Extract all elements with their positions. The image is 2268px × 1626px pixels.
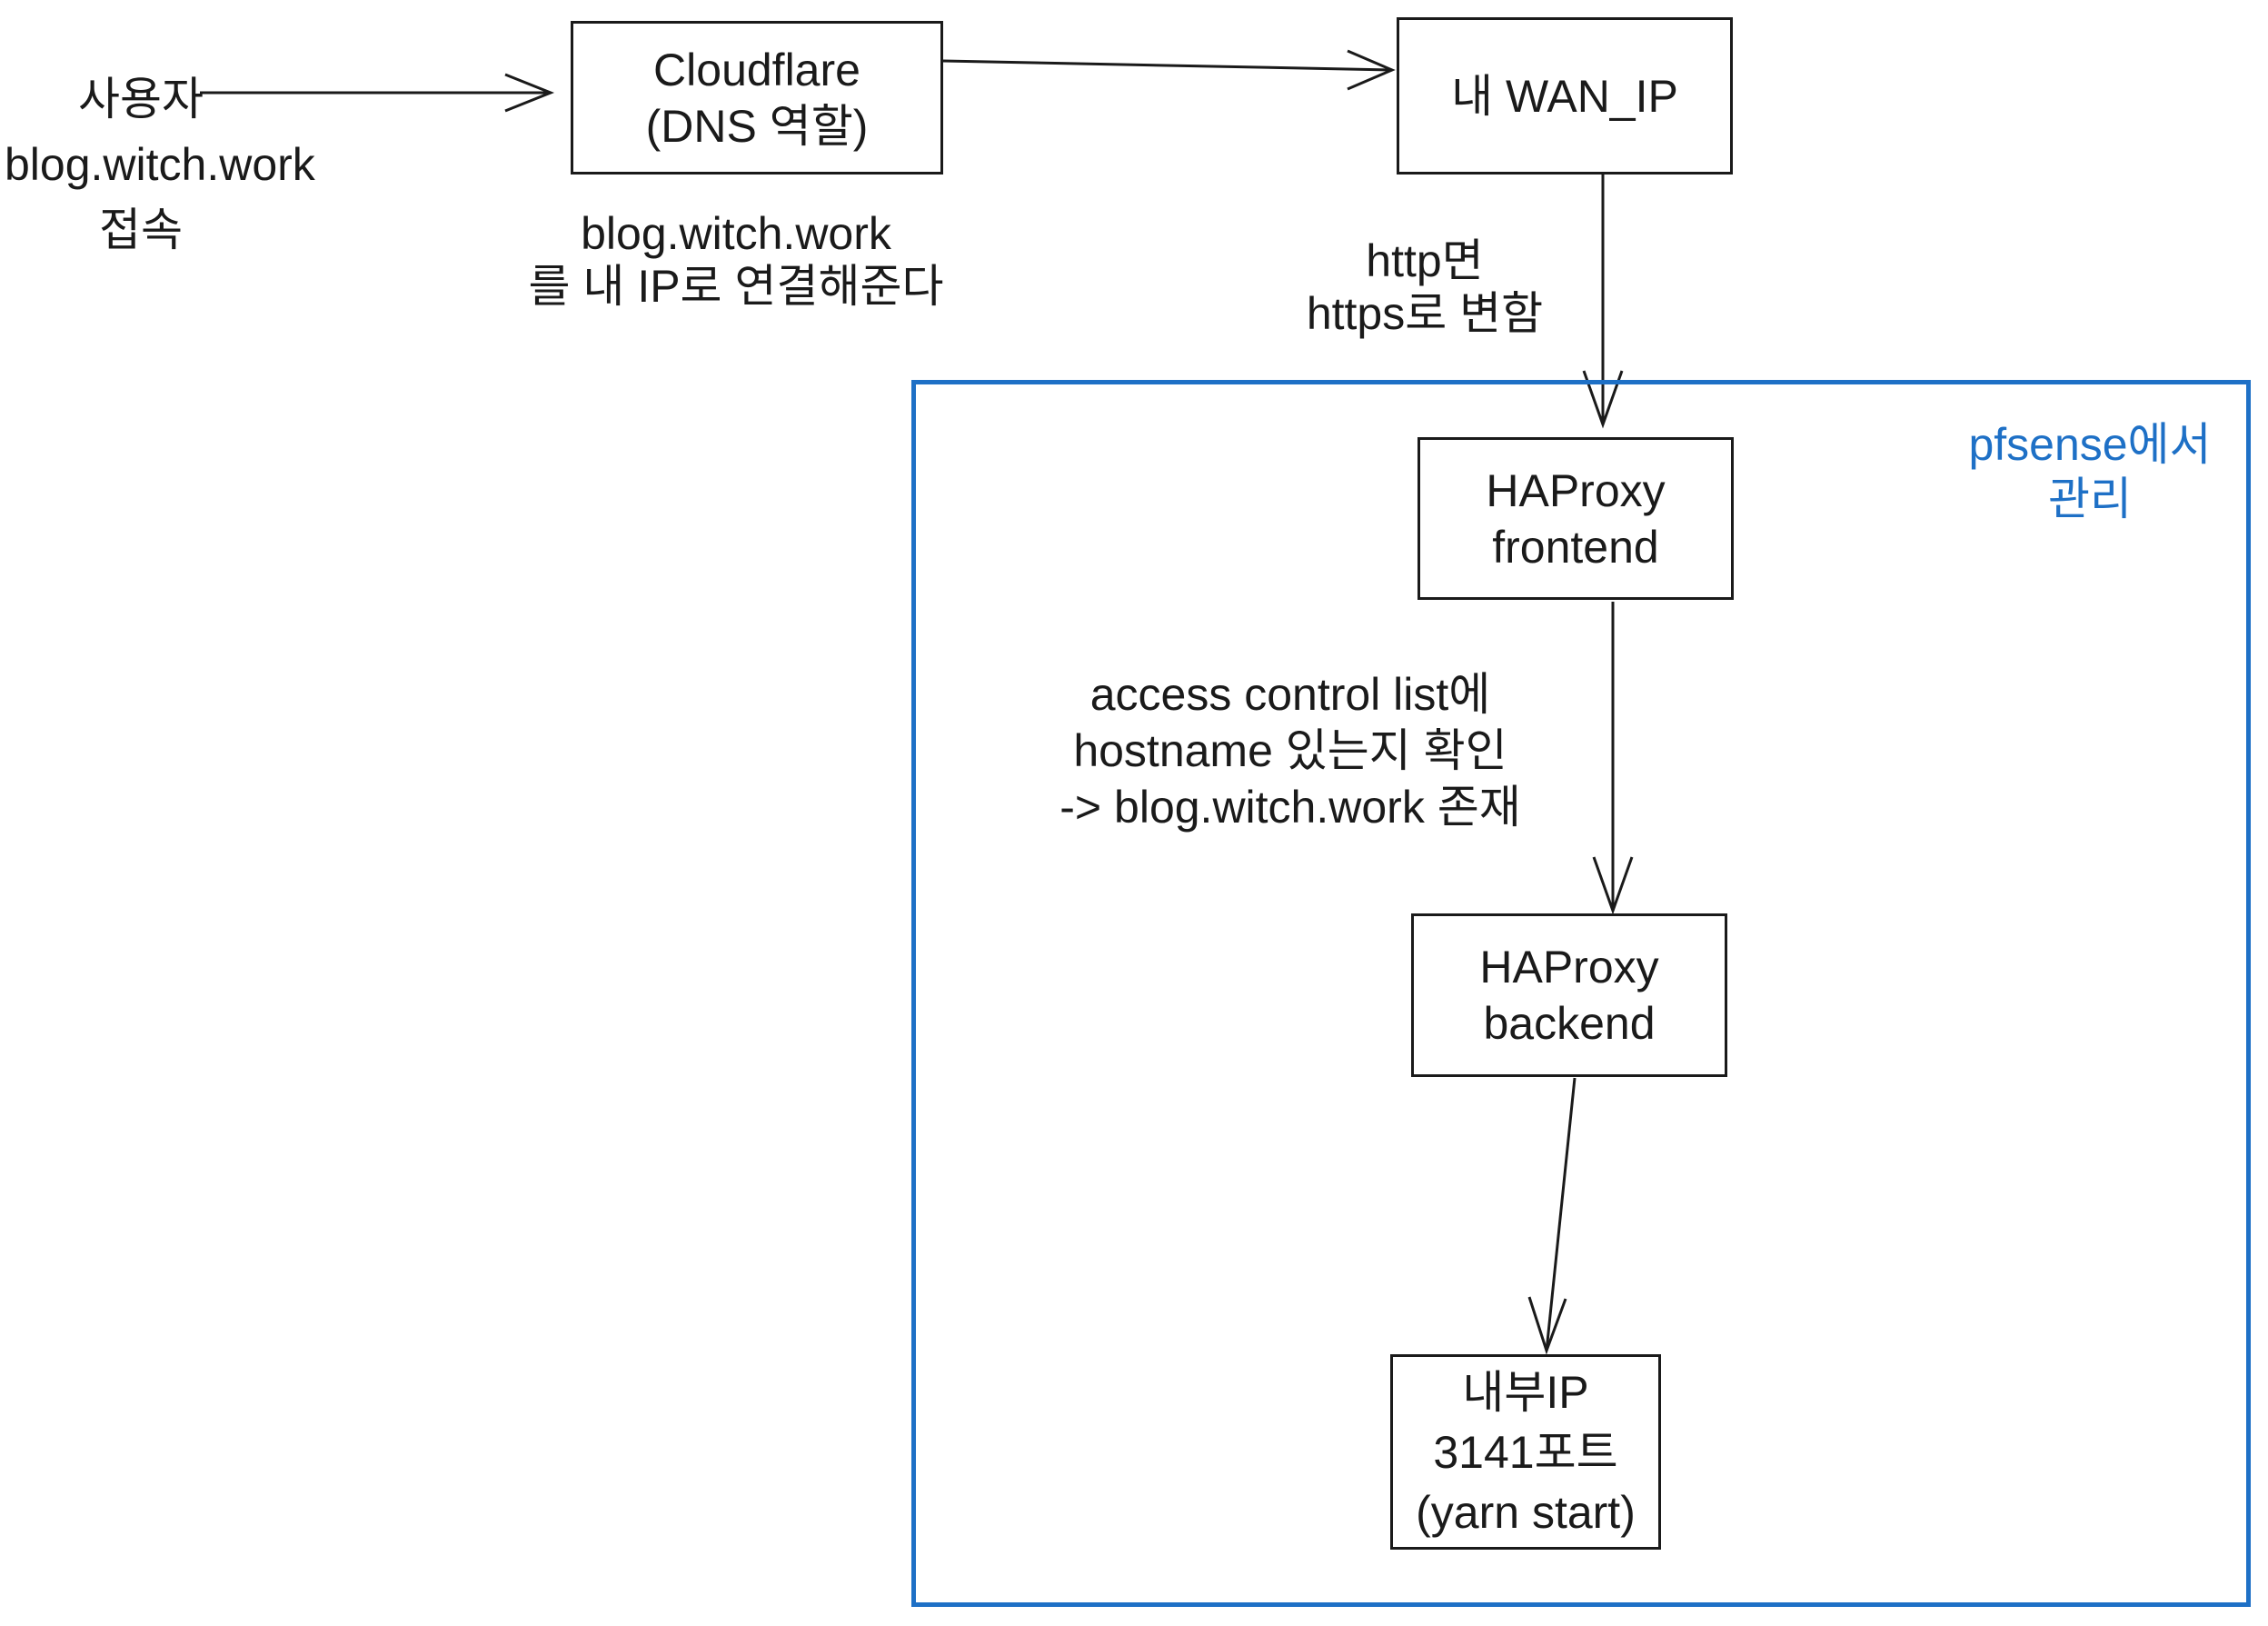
user-label: 사용자 blog.witch.work 접속 [5, 66, 315, 263]
user-label-line3: 접속 [99, 204, 183, 255]
acl-note-line1: access control list에 [1089, 669, 1491, 720]
pfsense-group-label-line2: 관리 [2048, 474, 2132, 524]
http-note-line2: https로 변함 [1306, 288, 1544, 339]
node-cloudflare: Cloudflare (DNS 역할) [571, 21, 943, 175]
node-internal-ip-line3: (yarn start) [1416, 1486, 1636, 1538]
node-haproxy-backend: HAProxy backend [1411, 913, 1727, 1077]
acl-note-line2: hostname 있는지 확인 [1073, 725, 1507, 776]
node-haproxy-backend-line2: backend [1483, 998, 1656, 1049]
node-haproxy-frontend: HAProxy frontend [1418, 437, 1734, 600]
pfsense-group-label: pfsense에서 관리 [1908, 417, 2268, 526]
node-wan-ip-label: 내 WAN_IP [1451, 70, 1678, 122]
dns-note-label: blog.witch.work 를 내 IP로 연결해준다 [509, 207, 963, 313]
node-haproxy-frontend-line1: HAProxy [1486, 464, 1666, 516]
acl-note-label: access control list에 hostname 있는지 확인 -> … [1018, 666, 1563, 835]
arrow-user-to-cloudflare [200, 73, 555, 113]
node-internal-ip-line1: 내부IP [1462, 1366, 1589, 1418]
node-internal-ip: 내부IP 3141포트 (yarn start) [1390, 1354, 1661, 1550]
pfsense-group-box [911, 380, 2251, 1607]
http-note-line1: http면 [1366, 235, 1484, 286]
node-internal-ip-line2: 3141포트 [1433, 1426, 1618, 1478]
node-cloudflare-line2: (DNS 역할) [645, 100, 869, 152]
http-note-label: http면 https로 변함 [1288, 234, 1561, 340]
acl-note-line3: -> blog.witch.work 존재 [1059, 782, 1521, 833]
user-label-line2: blog.witch.work [5, 139, 315, 190]
arrow-frontend-to-backend [1592, 602, 1634, 915]
node-haproxy-backend-line1: HAProxy [1479, 942, 1659, 993]
arrow-backend-to-internalip [1527, 1077, 1577, 1355]
pfsense-group-label-line1: pfsense에서 [1968, 419, 2212, 470]
node-wan-ip: 내 WAN_IP [1397, 17, 1733, 175]
arrow-cloudflare-to-wanip [942, 49, 1396, 91]
dns-note-line1: blog.witch.work [581, 208, 891, 259]
node-cloudflare-line1: Cloudflare [653, 44, 860, 95]
node-haproxy-frontend-line2: frontend [1492, 521, 1659, 573]
dns-note-line2: 를 내 IP로 연결해준다 [528, 261, 944, 312]
user-label-line1: 사용자 [78, 74, 204, 125]
